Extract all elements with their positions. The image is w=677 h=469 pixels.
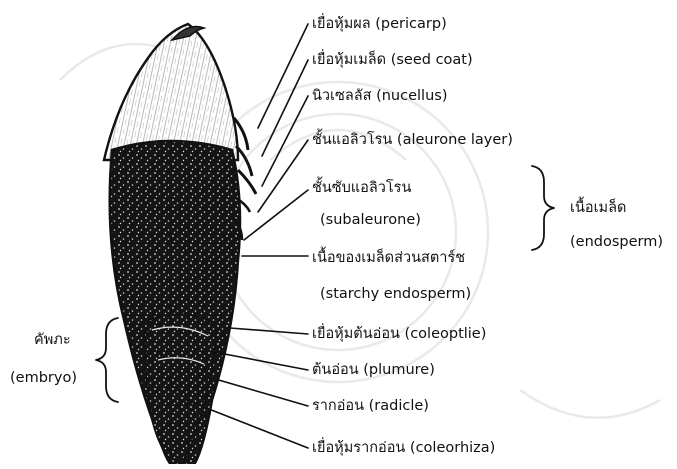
endosperm-brace	[532, 166, 554, 250]
endosperm-group: เนื้อเมล็ด (endosperm)	[532, 166, 663, 250]
embryo-group: คัพภะ (embryo)	[10, 318, 118, 402]
label-starchy-en: (starchy endosperm)	[320, 286, 471, 302]
label-radicle: รากอ่อน (radicle)	[312, 398, 429, 414]
embryo-shape	[146, 314, 216, 464]
group-embryo-thai: คัพภะ	[34, 332, 71, 348]
label-subaleurone-en: (subaleurone)	[320, 212, 421, 228]
label-nucellus: นิวเซลลัส (nucellus)	[312, 88, 447, 104]
label-seed-coat: เยื่อหุ้มเมล็ด (seed coat)	[312, 49, 473, 68]
label-plumule: ต้นอ่อน (plumure)	[312, 361, 435, 378]
label-coleoptile: เยื่อหุ้มต้นอ่อน (coleoptlie)	[312, 323, 486, 342]
label-pericarp: เยื่อหุ้มผล (pericarp)	[312, 13, 447, 32]
part-labels: เยื่อหุ้มผล (pericarp) เยื่อหุ้มเมล็ด (s…	[312, 13, 513, 456]
label-subaleurone-thai: ชั้นซับแอลิวโรน	[312, 176, 411, 196]
embryo-brace	[96, 318, 118, 402]
group-embryo-en: (embryo)	[10, 370, 77, 386]
group-endosperm-thai: เนื้อเมล็ด	[570, 196, 626, 216]
rice-grain-illustration	[104, 24, 256, 464]
group-endosperm-en: (endosperm)	[570, 234, 663, 250]
label-coleorhiza: เยื่อหุ้มรากอ่อน (coleorhiza)	[312, 437, 495, 456]
label-starchy-thai: เนื้อของเมล็ดส่วนสตาร์ช	[312, 246, 465, 266]
